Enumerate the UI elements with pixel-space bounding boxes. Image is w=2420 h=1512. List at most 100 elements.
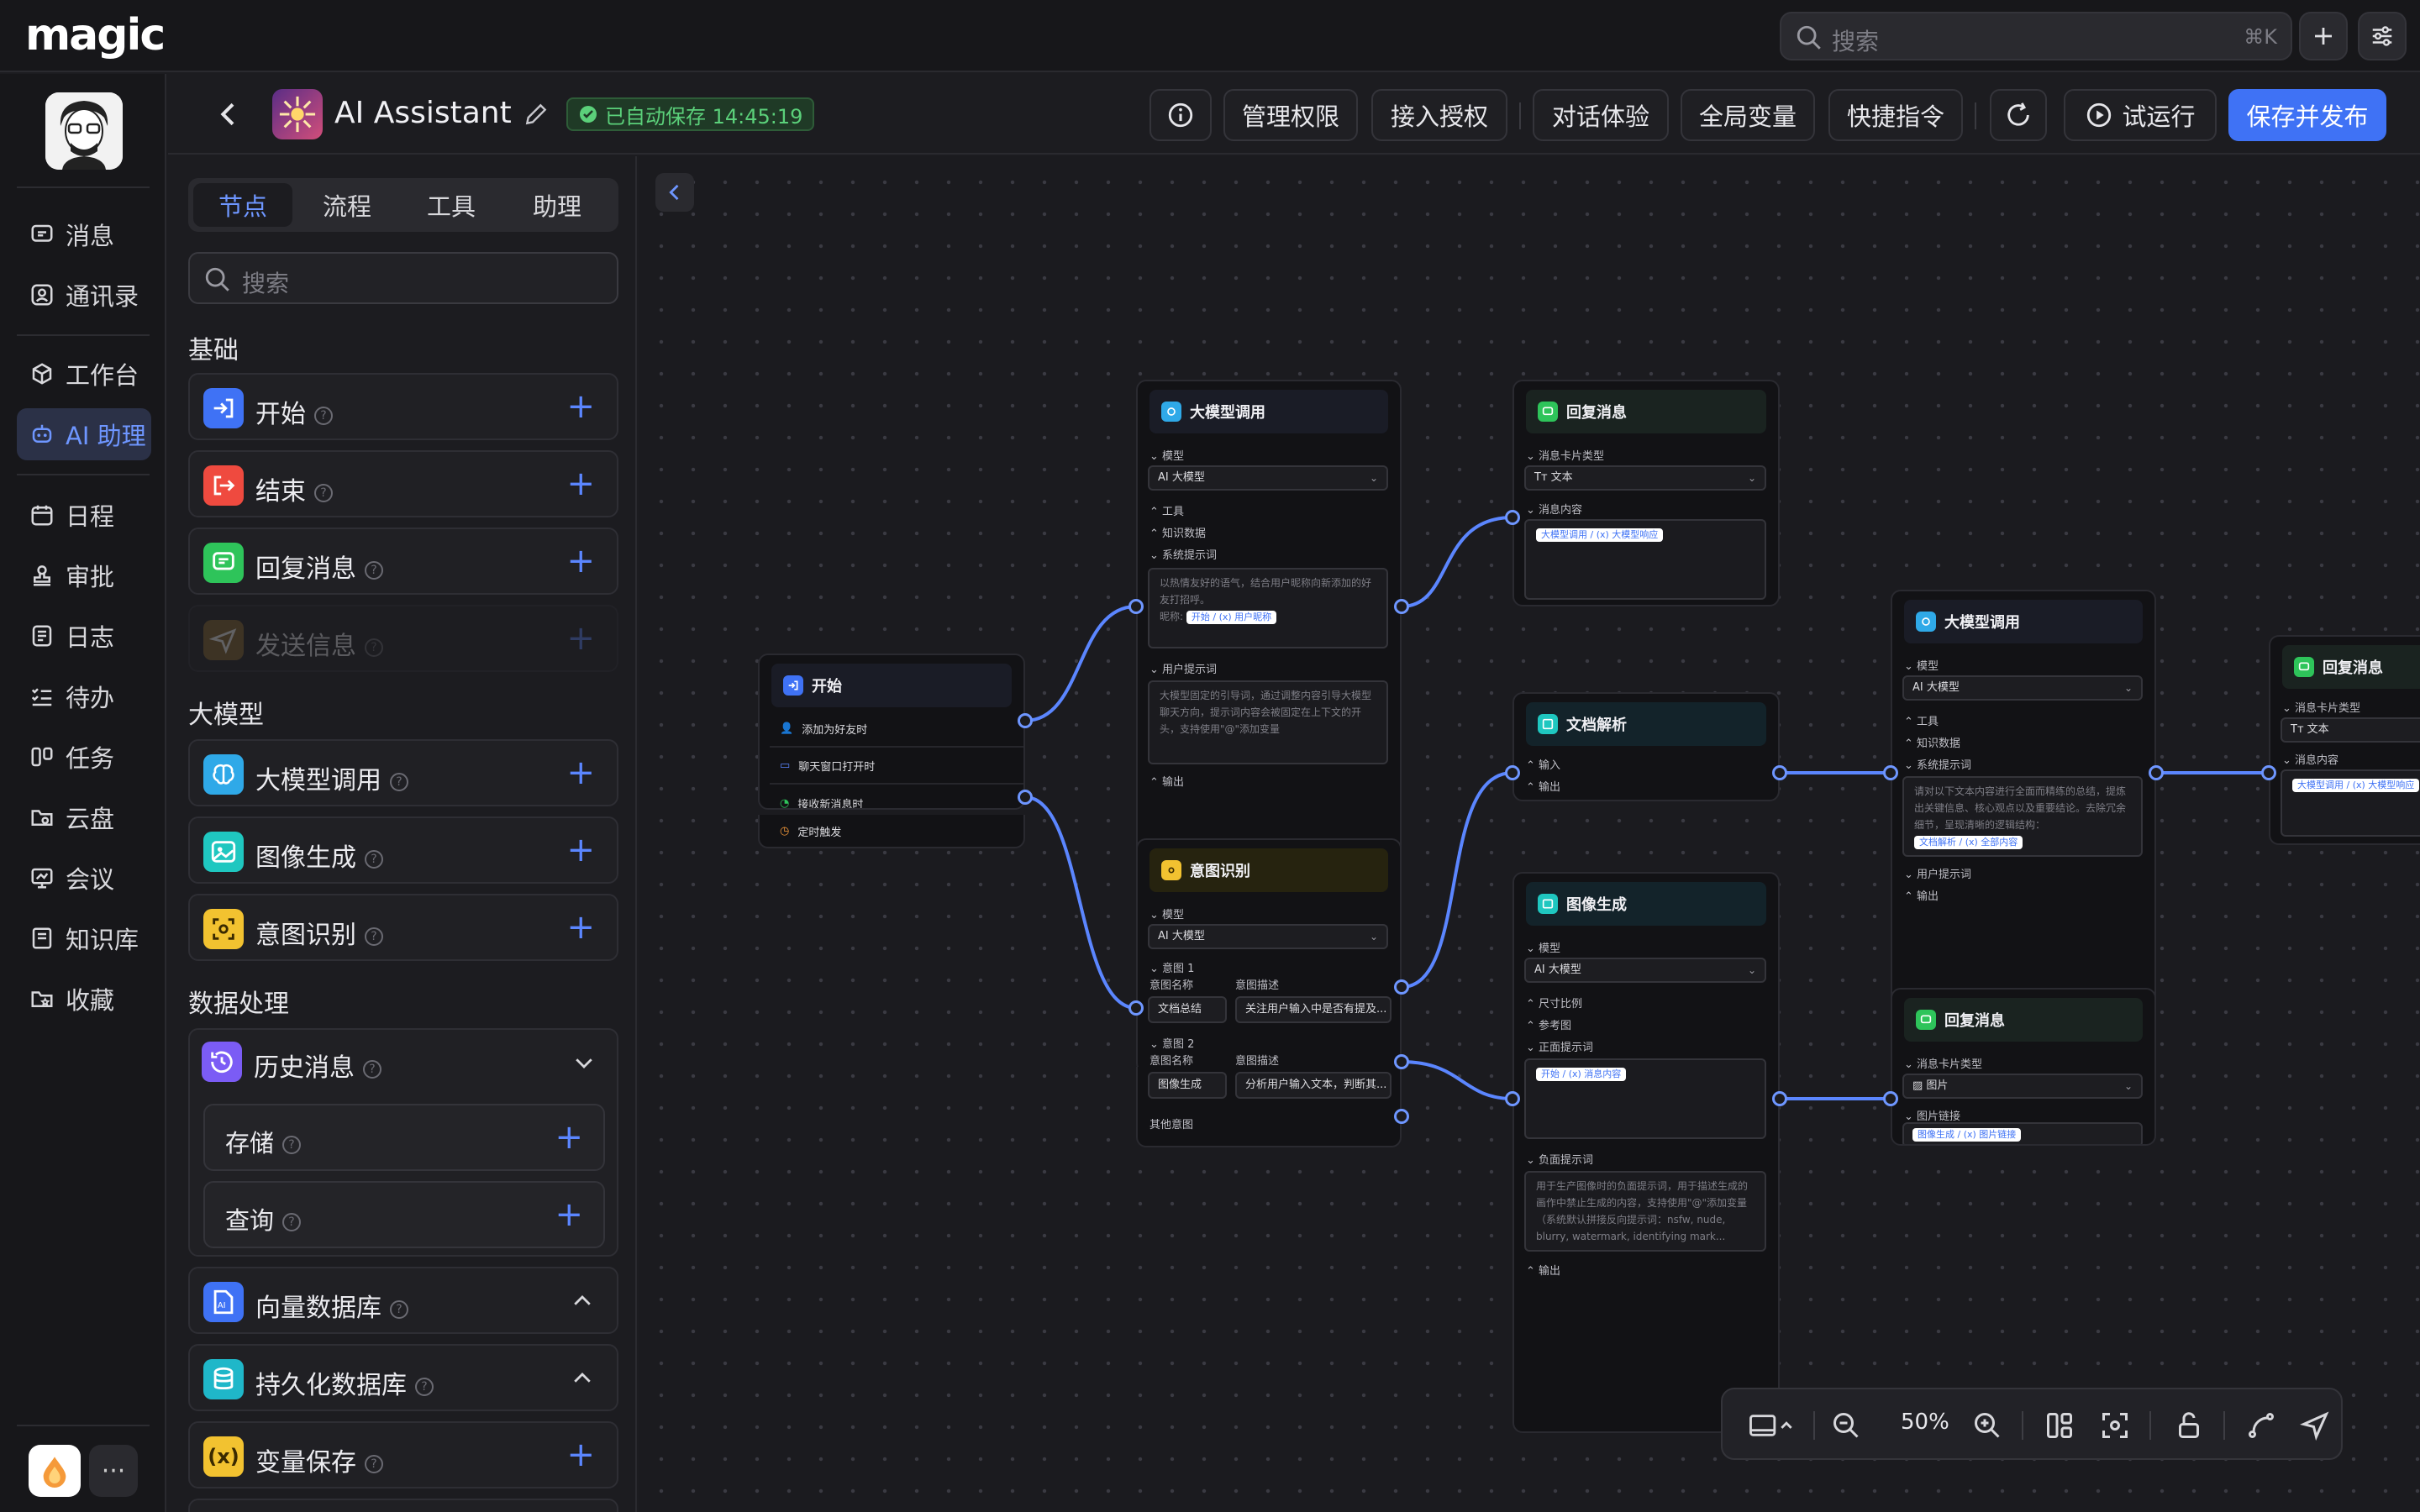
intent-name-input[interactable]: 图像生成 [1148, 1072, 1227, 1099]
app-logo[interactable]: magic [25, 10, 166, 60]
card-type-select[interactable]: Tт 文本 [2281, 717, 2420, 743]
user-prompt-input[interactable]: 大模型固定的引导词，通过调整内容引导大模型聊天方向，提示词内容会被固定在上下文的… [1148, 680, 1388, 764]
nav-item-contacts[interactable]: 通讯录 [17, 269, 151, 321]
variable-chip[interactable]: 大模型调用 / (x) 大模型响应 [2292, 779, 2420, 792]
port-in[interactable] [1128, 1000, 1144, 1016]
node-item-intent[interactable]: 意图识别? + [188, 894, 618, 961]
system-prompt-input[interactable]: 请对以下文本内容进行全面而精练的总结，提炼出关键信息、核心观点以及重要结论。去除… [1902, 776, 2143, 857]
tab-tools[interactable]: 工具 [426, 192, 476, 221]
node-intent-recognition[interactable]: 意图识别 ⌄ 模型 AI 大模型⌄ ⌄ 意图 1 意图名称 意图描述 文档总结 … [1136, 838, 1402, 1074]
tab-flows[interactable]: 流程 [322, 192, 371, 221]
system-prompt-input[interactable]: 以热情友好的语气，结合用户昵称向新添加的好友打招呼。昵称: 开始 / (x) 用… [1148, 568, 1388, 648]
minimap-toggle[interactable] [1743, 1408, 1802, 1443]
image-link-input[interactable]: 图像生成 / (x) 图片链接 [1902, 1122, 2143, 1144]
nav-item-calendar[interactable]: 日程 [17, 489, 151, 541]
help-icon[interactable]: ? [415, 1377, 434, 1396]
variable-chip[interactable]: 大模型调用 / (x) 大模型响应 [1536, 528, 1664, 542]
help-icon[interactable]: ? [365, 560, 383, 580]
port-out[interactable] [1018, 713, 1033, 728]
negative-prompt-input[interactable]: 用于生产图像时的负面提示词，用于描述生成的画作中禁止生成的内容，支持使用"@"添… [1524, 1171, 1766, 1252]
back-button[interactable] [212, 97, 245, 131]
node-group-persistent-db[interactable]: 持久化数据库? [188, 1344, 618, 1411]
node-reply-message-2[interactable]: 回复消息 ⌄ 消息卡片类型 ▨ 图片⌄ ⌄ 图片链接 图像生成 / (x) 图片… [1891, 988, 2156, 1146]
trigger-new-message[interactable]: ◔接收新消息时 [770, 785, 1023, 809]
settings-button[interactable] [2358, 12, 2407, 60]
collapse-panel-button[interactable] [655, 173, 694, 212]
zoom-level[interactable]: 50% [1901, 1410, 1949, 1435]
port-in[interactable] [1505, 1091, 1520, 1106]
add-node-button[interactable]: + [566, 465, 595, 503]
node-llm-call-2[interactable]: 大模型调用 ⌄ 模型 AI 大模型⌄ ⌃ 工具 ⌃ 知识数据 ⌄ 系统提示词 请… [1891, 590, 2156, 1060]
card-type-select[interactable]: Tт 文本⌄ [1524, 465, 1766, 491]
info-button[interactable] [1150, 89, 1212, 141]
global-variables-button[interactable]: 全局变量 [1681, 89, 1815, 141]
variable-chip[interactable]: 图像生成 / (x) 图片链接 [1912, 1128, 2022, 1142]
variable-chip[interactable]: 开始 / (x) 用户昵称 [1186, 611, 1277, 624]
intent-name-input[interactable]: 文档总结 [1148, 996, 1227, 1023]
nav-item-meeting[interactable]: 会议 [17, 852, 151, 904]
edge-style-button[interactable] [2244, 1408, 2279, 1443]
node-item-end[interactable]: 结束? + [188, 450, 618, 517]
model-select[interactable]: AI 大模型⌄ [1148, 465, 1388, 491]
fit-view-button[interactable] [2097, 1408, 2133, 1443]
model-select[interactable]: AI 大模型⌄ [1524, 958, 1766, 983]
more-button[interactable]: ··· [89, 1445, 138, 1497]
port-out[interactable] [1394, 1054, 1409, 1069]
node-item-llm[interactable]: 大模型调用? + [188, 739, 618, 806]
help-icon[interactable]: ? [390, 772, 408, 791]
node-image-generation[interactable]: 图像生成 ⌄ 模型 AI 大模型⌄ ⌃ 尺寸比例 ⌃ 参考图 ⌄ 正面提示词 开… [1512, 872, 1780, 1433]
node-reply-message-1[interactable]: 回复消息 ⌄ 消息卡片类型 Tт 文本⌄ ⌄ 消息内容 大模型调用 / (x) … [1512, 380, 1780, 606]
port-in[interactable] [1128, 599, 1144, 614]
add-node-button[interactable]: + [566, 1436, 595, 1474]
node-doc-parse[interactable]: 文档解析 ⌃ 输入 ⌃ 输出 [1512, 692, 1780, 801]
user-avatar[interactable] [45, 92, 123, 170]
help-icon[interactable]: ? [390, 1299, 408, 1319]
node-search-input[interactable]: 搜索 [188, 252, 618, 304]
global-search-input[interactable]: 搜索 ⌘K [1780, 12, 2292, 60]
help-icon[interactable]: ? [365, 849, 383, 869]
add-node-button[interactable]: + [555, 1195, 583, 1234]
nav-item-todo[interactable]: 待办 [17, 670, 151, 722]
port-in[interactable] [1505, 765, 1520, 780]
port-out[interactable] [1394, 1109, 1409, 1124]
intent-desc-input[interactable]: 关注用户输入中是否有提及... [1235, 996, 1392, 1023]
nav-item-cloud-drive[interactable]: 云盘 [17, 791, 151, 843]
message-content-input[interactable]: 大模型调用 / (x) 大模型响应 [1524, 519, 1766, 600]
node-item-query[interactable]: 查询? + [203, 1181, 605, 1248]
help-icon[interactable]: ? [365, 927, 383, 946]
port-out[interactable] [1394, 599, 1409, 614]
port-out[interactable] [1772, 1091, 1787, 1106]
model-select[interactable]: AI 大模型⌄ [1148, 924, 1388, 949]
message-content-input[interactable]: 大模型调用 / (x) 大模型响应 [2281, 769, 2420, 837]
port-out[interactable] [1394, 979, 1409, 995]
history-button[interactable] [1990, 89, 2047, 141]
nav-item-workbench[interactable]: 工作台 [17, 348, 151, 400]
port-out[interactable] [1772, 765, 1787, 780]
node-item-start[interactable]: 开始? + [188, 373, 618, 440]
variable-chip[interactable]: 开始 / (x) 消息内容 [1536, 1068, 1627, 1081]
add-node-button[interactable]: + [566, 387, 595, 426]
port-in[interactable] [2261, 765, 2276, 780]
chevron-up-icon[interactable] [570, 1289, 595, 1317]
trigger-add-friend[interactable]: 👤添加为好友时 [770, 711, 1023, 748]
add-node-button[interactable]: + [566, 542, 595, 580]
test-run-button[interactable]: 试运行 [2064, 89, 2217, 141]
help-icon[interactable]: ? [365, 1454, 383, 1473]
model-select[interactable]: AI 大模型⌄ [1902, 675, 2143, 701]
node-reply-message-3[interactable]: 回复消息 ⌄ 消息卡片类型 Tт 文本 ⌄ 消息内容 大模型调用 / (x) 大… [2269, 635, 2420, 845]
node-item-image-gen[interactable]: 图像生成? + [188, 816, 618, 884]
add-node-button[interactable]: + [566, 753, 595, 792]
help-icon[interactable]: ? [314, 406, 333, 425]
positive-prompt-input[interactable]: 开始 / (x) 消息内容 [1524, 1058, 1766, 1139]
node-group-vector-db[interactable]: AI 向量数据库? [188, 1267, 618, 1334]
node-item-store[interactable]: 存储? + [203, 1104, 605, 1171]
nav-item-knowledge[interactable]: 知识库 [17, 912, 151, 964]
add-button[interactable] [2299, 12, 2348, 60]
add-node-button[interactable]: + [566, 908, 595, 947]
trigger-scheduled[interactable]: ◷定时触发 [758, 815, 1025, 848]
help-icon[interactable]: ? [282, 1213, 302, 1231]
port-in[interactable] [1505, 510, 1520, 525]
auth-button[interactable]: 接入授权 [1371, 89, 1507, 141]
chat-experience-button[interactable]: 对话体验 [1533, 89, 1669, 141]
save-publish-button[interactable]: 保存并发布 [2228, 89, 2386, 141]
